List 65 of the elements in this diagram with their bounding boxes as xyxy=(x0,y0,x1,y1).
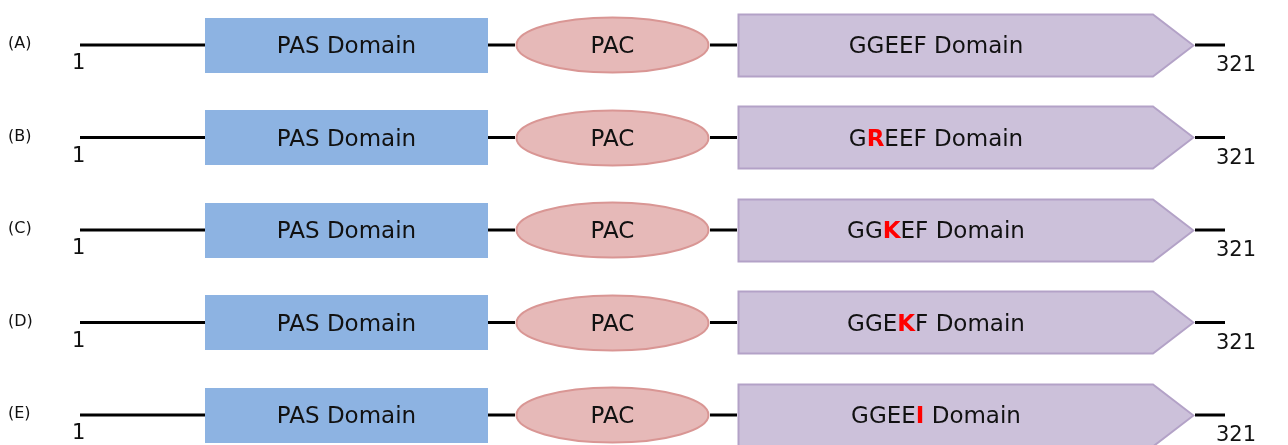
domain-name: PAS Domain xyxy=(276,32,417,58)
backbone-line xyxy=(710,136,737,139)
domain-name: GREEF Domain xyxy=(848,124,1024,151)
residue-number: 321 xyxy=(1216,329,1257,354)
domain-name: GGEEI Domain xyxy=(851,402,1021,428)
backbone-line xyxy=(710,43,737,47)
domain-box xyxy=(205,17,488,73)
domain-name: PAC xyxy=(590,32,635,58)
domain-ellipse xyxy=(515,16,710,74)
backbone-line xyxy=(488,43,515,47)
row-label: (A) xyxy=(8,33,32,52)
backbone-line xyxy=(488,136,515,139)
domain-name: PAC xyxy=(590,309,635,336)
row-label: (C) xyxy=(8,218,32,237)
domain-ellipse xyxy=(515,201,710,259)
residue-number: 321 xyxy=(1216,237,1257,261)
residue-number: 1 xyxy=(72,327,86,352)
residue-number: 321 xyxy=(1216,144,1257,169)
backbone-line xyxy=(80,413,205,417)
backbone-line xyxy=(710,413,737,417)
domain-box xyxy=(205,387,488,443)
backbone-line xyxy=(710,228,737,232)
residue-number: 1 xyxy=(72,420,86,444)
row-label: (D) xyxy=(8,310,33,330)
domain-name: GGEKF Domain xyxy=(847,309,1025,336)
domain-ellipse xyxy=(515,293,710,352)
backbone-line xyxy=(80,228,205,232)
residue-number: 321 xyxy=(1216,52,1257,76)
domain-box xyxy=(205,202,488,258)
domain-name: PAS Domain xyxy=(276,309,417,336)
domain-name: PAS Domain xyxy=(276,217,417,243)
domain-name: PAC xyxy=(590,124,635,151)
backbone-line xyxy=(1195,413,1225,417)
domain-name: PAS Domain xyxy=(276,124,417,151)
row-label: (B) xyxy=(8,125,32,145)
domain-box xyxy=(737,197,1195,263)
domain-name: PAC xyxy=(590,217,635,243)
domain-name: GGKEF Domain xyxy=(847,217,1025,243)
backbone-line xyxy=(1195,321,1225,324)
backbone-line xyxy=(1195,136,1225,139)
row-label: (E) xyxy=(8,403,31,422)
residue-number: 321 xyxy=(1216,422,1257,445)
domain-box xyxy=(737,290,1195,355)
backbone-line xyxy=(488,321,515,324)
domain-ellipse xyxy=(515,108,710,167)
residue-number: 1 xyxy=(72,50,86,74)
domain-name: GGEEF Domain xyxy=(848,32,1024,58)
domain-name: PAS Domain xyxy=(276,402,417,428)
residue-number: 1 xyxy=(72,235,86,259)
domain-name: PAC xyxy=(590,402,635,428)
domain-box xyxy=(737,105,1195,170)
domain-ellipse xyxy=(515,386,710,444)
domain-box xyxy=(205,110,488,165)
backbone-line xyxy=(80,136,205,139)
domain-box xyxy=(205,295,488,350)
residue-number: 1 xyxy=(72,142,86,167)
domain-box xyxy=(737,382,1195,445)
backbone-line xyxy=(1195,43,1225,47)
backbone-line xyxy=(488,413,515,417)
backbone-line xyxy=(80,43,205,47)
domain-box xyxy=(737,12,1195,78)
backbone-line xyxy=(488,228,515,232)
backbone-line xyxy=(80,321,205,324)
backbone-line xyxy=(710,321,737,324)
backbone-line xyxy=(1195,228,1225,232)
